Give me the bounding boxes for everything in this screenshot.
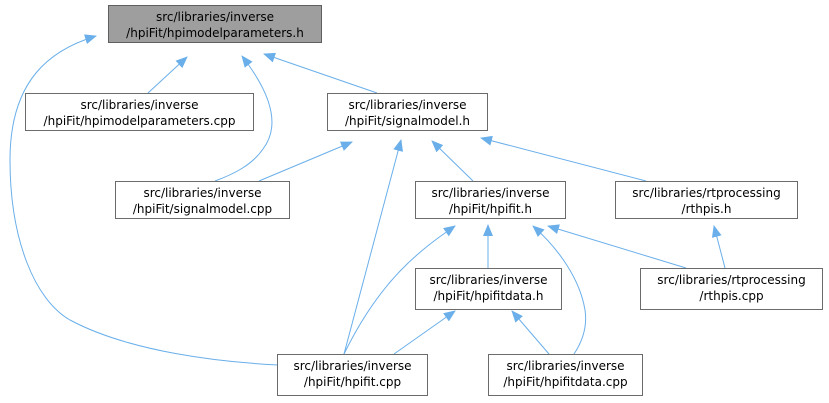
node-line-path: src/libraries/inverse [348, 98, 467, 112]
node-line-path: src/libraries/inverse [80, 98, 199, 112]
node-line-file: /hpiFit/hpifit.cpp [303, 375, 402, 389]
edge-hpifit-cpp-to-signalmodel-h [343, 139, 404, 355]
node-hpifitdata-cpp[interactable]: src/libraries/inverse /hpiFit/hpifitdata… [488, 354, 643, 396]
edge-hpifit-cpp-to-hpifitdata-h [393, 310, 456, 355]
node-line-file: /hpiFit/hpimodelparameters.h [126, 26, 304, 40]
edge-hpifit-h-to-signalmodel-h [431, 140, 474, 182]
node-line-path: src/libraries/inverse [431, 186, 550, 200]
node-line-file: /hpiFit/signalmodel.cpp [132, 202, 273, 216]
edge-rthpis-h-to-signalmodel-h [480, 135, 647, 182]
node-line-file: /hpiFit/hpimodelparameters.cpp [43, 114, 236, 128]
edge-signalmodel-cpp-to-signalmodel-h [258, 141, 353, 182]
node-rthpis-cpp[interactable]: src/libraries/rtprocessing /rthpis.cpp [640, 268, 823, 310]
node-line-file: /hpiFit/hpifitdata.h [433, 289, 544, 303]
node-line-path: src/libraries/inverse [506, 359, 625, 373]
node-line-file: /hpiFit/signalmodel.h [345, 114, 470, 128]
node-rthpis-h[interactable]: src/libraries/rtprocessing /rthpis.h [615, 181, 798, 219]
node-line-file: /hpiFit/hpifit.h [449, 202, 532, 216]
node-hpimodelparameters-cpp[interactable]: src/libraries/inverse /hpiFit/hpimodelpa… [25, 93, 254, 131]
node-line-file: /rthpis.h [681, 202, 732, 216]
edge-signalmodel-h-to-hpimodelparameters-h [263, 52, 378, 94]
node-hpifit-cpp[interactable]: src/libraries/inverse /hpiFit/hpifit.cpp [277, 354, 428, 396]
edge-rthpis-cpp-to-hpifit-h [547, 224, 687, 269]
edge-hpifit-cpp-to-hpimodelparameters-h [9, 34, 279, 366]
node-line-path: src/libraries/inverse [429, 273, 548, 287]
node-line-path: src/libraries/rtprocessing [632, 186, 781, 200]
edge-rthpis-cpp-to-rthpis-h [711, 225, 726, 269]
node-line-file: /hpiFit/hpifitdata.cpp [503, 375, 628, 389]
node-signalmodel-h[interactable]: src/libraries/inverse /hpiFit/signalmode… [327, 93, 488, 131]
node-line-path: src/libraries/inverse [143, 186, 262, 200]
edge-hpifitdata-cpp-to-hpifit-h [532, 225, 587, 355]
node-hpimodelparameters-h[interactable]: src/libraries/inverse /hpiFit/hpimodelpa… [108, 5, 322, 43]
node-line-path: src/libraries/inverse [155, 10, 275, 24]
edge-hpifit-cpp-to-hpifit-h [343, 225, 456, 355]
edge-signalmodel-cpp-to-hpimodelparameters-h [214, 55, 273, 182]
node-line-file: /rthpis.cpp [699, 289, 764, 303]
edge-hpifitdata-cpp-to-hpifitdata-h [511, 310, 550, 355]
node-line-path: src/libraries/inverse [293, 359, 412, 373]
node-line-path: src/libraries/rtprocessing [657, 273, 806, 287]
node-signalmodel-cpp[interactable]: src/libraries/inverse /hpiFit/signalmode… [115, 181, 290, 219]
node-hpifit-h[interactable]: src/libraries/inverse /hpiFit/hpifit.h [415, 181, 566, 219]
node-hpifitdata-h[interactable]: src/libraries/inverse /hpiFit/hpifitdata… [415, 268, 562, 310]
edge-hpimodelparameters-cpp-to-hpimodelparameters-h [147, 56, 188, 94]
